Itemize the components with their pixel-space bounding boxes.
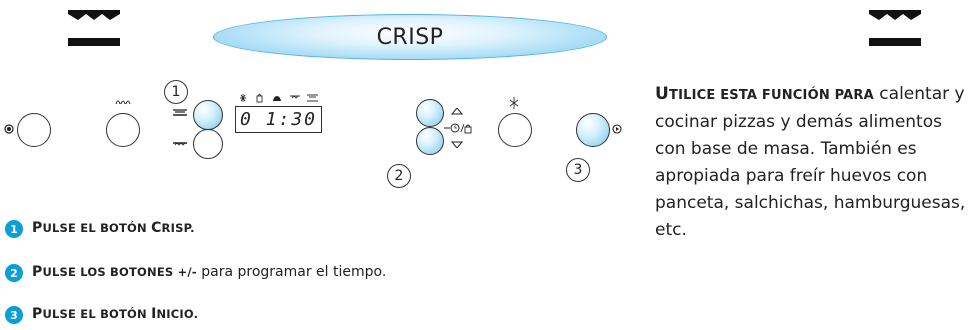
step-number-badge: 2 <box>5 264 23 282</box>
crisp-button[interactable] <box>193 100 223 130</box>
crisp-icon <box>173 109 187 116</box>
step-number-badge: 3 <box>5 306 23 324</box>
crisp-banner-label: CRISP <box>376 24 444 50</box>
defrost-icon <box>509 97 519 109</box>
microwave-button[interactable] <box>106 113 140 147</box>
defrost-button[interactable] <box>498 113 532 147</box>
timer-adjust-icons <box>444 108 472 148</box>
microwave-icon <box>115 100 131 105</box>
grill-icon <box>173 142 187 146</box>
function-description: UTILICE ESTA FUNCIÓN PARA calentar y coc… <box>655 84 966 240</box>
grill-button[interactable] <box>193 129 223 159</box>
oven-heat-icon-left <box>68 10 120 46</box>
minus-button[interactable] <box>416 127 444 155</box>
start-icon <box>612 124 622 134</box>
step-number-badge: 1 <box>5 220 23 238</box>
oven-heat-icon-right <box>869 10 921 46</box>
description-body: calentar y cocinar pizzas y demás alimen… <box>655 84 966 240</box>
crisp-banner: CRISP <box>213 14 607 60</box>
display-indicator-icons <box>240 94 318 103</box>
callout-1: 1 <box>164 80 188 104</box>
plus-button[interactable] <box>416 99 444 127</box>
time-display: 0 1:30 <box>235 106 322 133</box>
callout-3: 3 <box>566 158 590 182</box>
start-button[interactable] <box>576 113 610 147</box>
stop-icon <box>4 124 14 134</box>
stop-button[interactable] <box>17 113 51 147</box>
callout-2: 2 <box>387 164 411 188</box>
